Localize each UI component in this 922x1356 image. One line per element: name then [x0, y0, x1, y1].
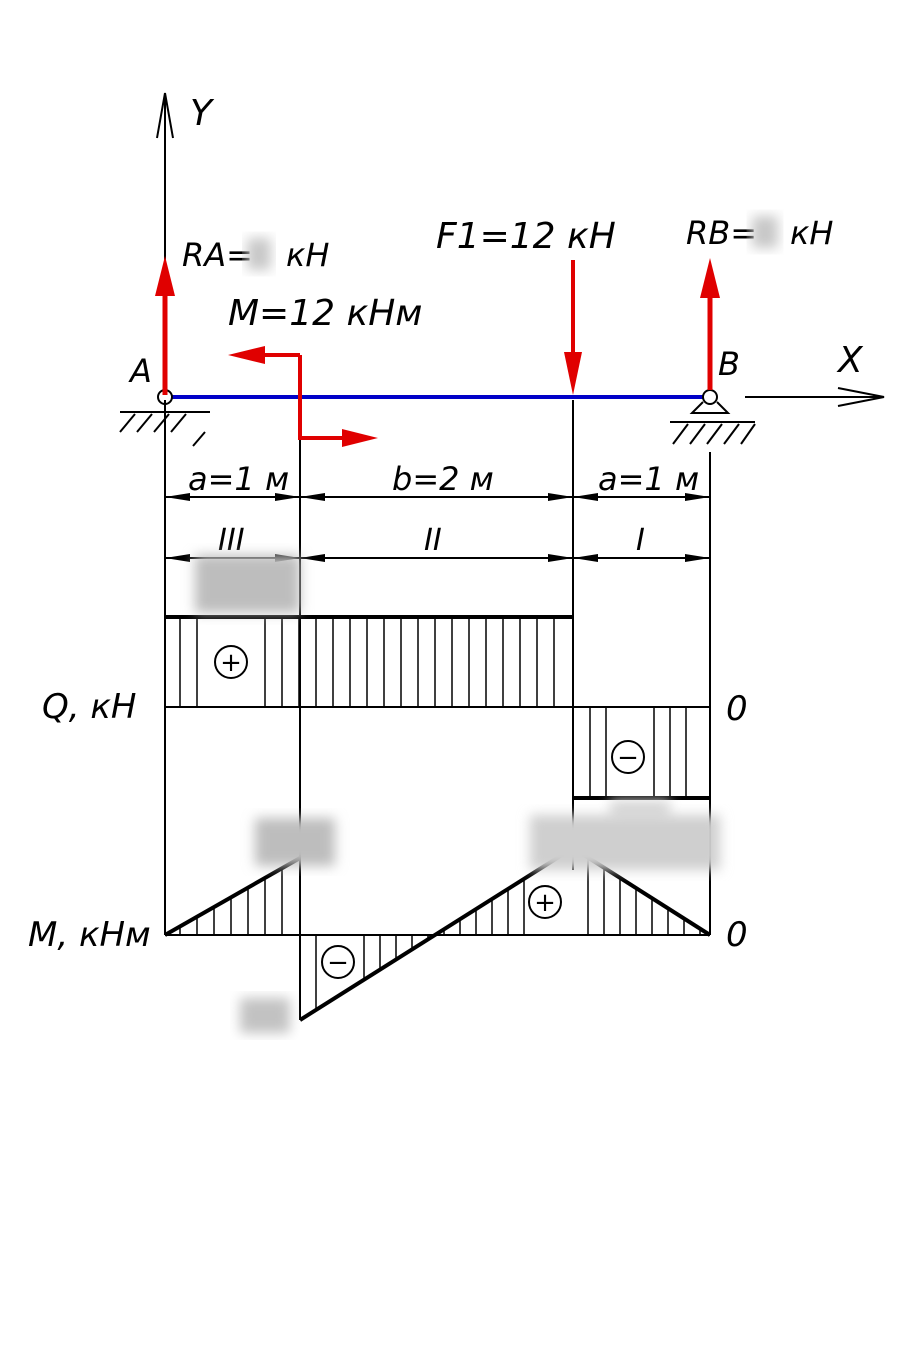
support-a: [119, 389, 210, 447]
section-2-label: II: [424, 523, 442, 558]
support-b-label: B: [718, 345, 740, 383]
force-ra-label: RA=: [182, 236, 253, 274]
q-zero-label: 0: [726, 689, 748, 729]
x-axis-label: X: [836, 340, 864, 381]
dim-a-left: a=1 м: [188, 460, 289, 498]
force-ra-unit: кН: [286, 236, 329, 274]
force-f1-label: F1=12 кН: [436, 216, 616, 257]
m-zero-label: 0: [726, 915, 748, 955]
svg-text:+: +: [534, 888, 556, 918]
force-rb-unit: кН: [790, 214, 833, 252]
dim-a-right: a=1 м: [598, 460, 699, 498]
section-3-label: III: [218, 523, 245, 558]
rb-value-redacted: [752, 216, 778, 248]
q-plus-sign: +: [214, 645, 248, 679]
dimension-row: [165, 493, 710, 501]
m-minus-sign: −: [321, 945, 355, 979]
support-b: [670, 389, 756, 445]
moment-m-label: M=12 кНм: [228, 293, 422, 334]
m-diagram-label: M, кНм: [28, 915, 151, 955]
force-rb-label: RB=: [686, 214, 757, 252]
section-1-label: I: [636, 523, 645, 558]
q-value-redacted: [195, 555, 300, 613]
svg-text:−: −: [327, 948, 349, 978]
force-f1-arrow: [564, 260, 582, 395]
m-hatch: [179, 857, 701, 1010]
m-value-redacted-1: [255, 818, 335, 866]
x-axis: [745, 387, 885, 407]
m-plus-sign: +: [528, 885, 562, 919]
dim-b-mid: b=2 м: [392, 460, 494, 498]
ra-value-redacted: [247, 238, 271, 270]
q-minus-sign: −: [611, 740, 645, 774]
force-ra-arrow: [155, 256, 175, 395]
svg-text:−: −: [617, 743, 639, 773]
q-diagram-label: Q, кН: [42, 687, 136, 727]
q-diagram: [165, 615, 711, 800]
q-hatch-negative: [589, 707, 687, 798]
svg-text:+: +: [220, 648, 242, 678]
support-a-label: A: [128, 352, 152, 390]
y-axis-label: Y: [190, 93, 215, 134]
m-value-redacted-2: [530, 815, 720, 870]
m-value-redacted-3: [240, 998, 290, 1033]
q-hatch-positive: [179, 617, 555, 707]
moment-m-arrow: [228, 346, 378, 447]
force-rb-arrow: [700, 258, 720, 390]
m-diagram: [164, 846, 712, 1022]
